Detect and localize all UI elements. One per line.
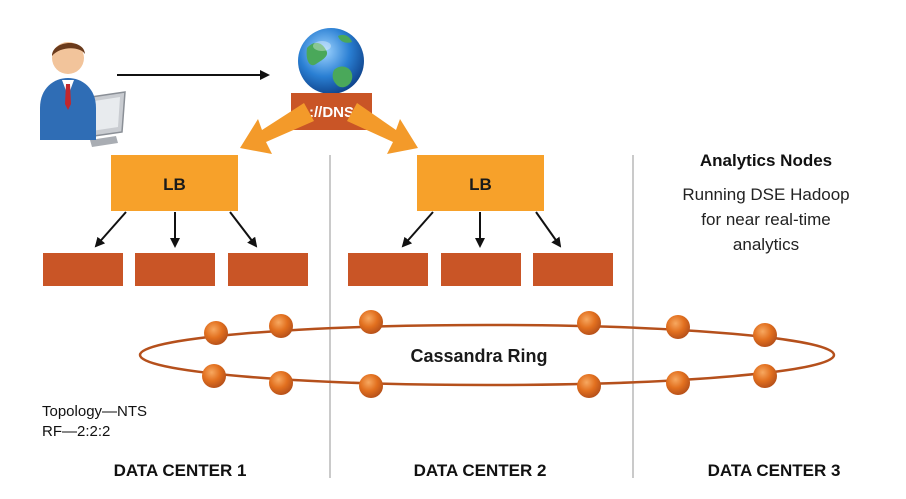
lb2-to-server3-arrow: [535, 211, 562, 248]
server-dc1-2: [135, 253, 215, 286]
ring-node: [269, 371, 293, 395]
ring-node: [204, 321, 228, 345]
dns-to-lb1-arrow: [240, 103, 314, 154]
ring-node: [269, 314, 293, 338]
load-balancer-dc2: [417, 155, 544, 211]
lb2-to-server1-arrow: [401, 211, 434, 248]
topology-line-1: Topology—NTS: [42, 403, 147, 420]
analytics-description-line-1: Running DSE Hadoop: [682, 185, 849, 204]
analytics-title: Analytics Nodes: [700, 151, 832, 170]
data-center-3-label: DATA CENTER 3: [708, 461, 841, 480]
ring-node: [753, 364, 777, 388]
ring-node: [359, 374, 383, 398]
dns-label: ://DNS: [309, 104, 354, 121]
ring-node: [577, 374, 601, 398]
ring-node: [577, 311, 601, 335]
data-center-2-label: DATA CENTER 2: [414, 461, 547, 480]
cassandra-ring-outline: [138, 323, 836, 387]
ring-node: [359, 310, 383, 334]
data-center-1-label: DATA CENTER 1: [114, 461, 247, 480]
ring-node: [753, 323, 777, 347]
analytics-description-line-2: for near real-time: [701, 210, 830, 229]
ring-node: [666, 371, 690, 395]
analytics-description-line-3: analytics: [733, 235, 799, 254]
lb1-to-server3-arrow: [229, 211, 258, 248]
load-balancer-dc1-label: LB: [163, 175, 186, 194]
user-at-computer-icon: [40, 42, 126, 147]
server-dc2-1: [348, 253, 428, 286]
server-dc1-3: [228, 253, 308, 286]
ring-node: [202, 364, 226, 388]
load-balancer-dc1: [111, 155, 238, 211]
cassandra-ring-label: Cassandra Ring: [410, 346, 547, 366]
server-dc1-1: [43, 253, 123, 286]
topology-line-2: RF—2:2:2: [42, 423, 110, 440]
load-balancer-dc2-label: LB: [469, 175, 492, 194]
server-dc2-3: [533, 253, 613, 286]
globe-icon: [298, 28, 364, 94]
dns-to-lb2-arrow: [347, 103, 418, 154]
lb1-to-server1-arrow: [94, 211, 127, 248]
server-dc2-2: [441, 253, 521, 286]
ring-node: [666, 315, 690, 339]
